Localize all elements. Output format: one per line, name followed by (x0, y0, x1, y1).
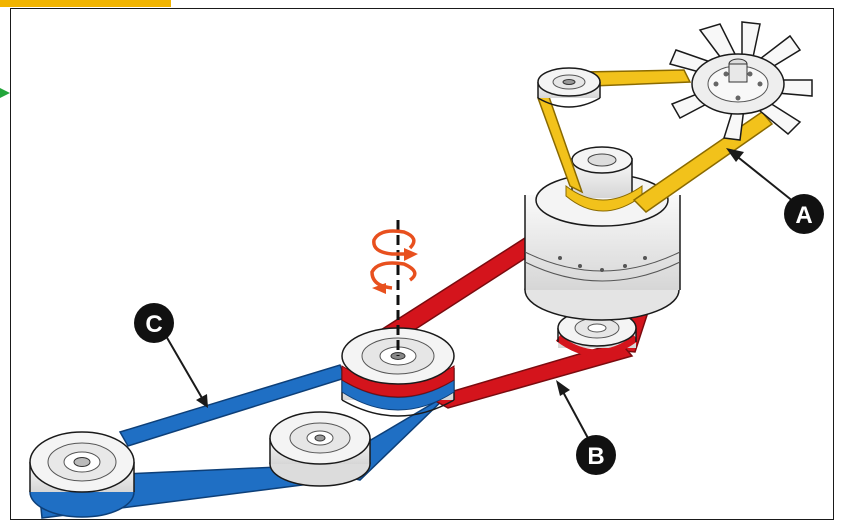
pointer-arrow-icon (196, 394, 208, 408)
pointer-arrow-icon (165, 335, 203, 399)
pulley-left (29, 431, 135, 518)
pulley-idler-middle (269, 411, 371, 487)
pointer-arrow-icon (726, 148, 744, 162)
callout-b: B (576, 435, 616, 475)
edge-arrow-icon (0, 88, 10, 98)
callout-b-label: B (587, 443, 604, 470)
pointer-arrow-icon (556, 380, 570, 396)
callout-c-label: C (145, 311, 162, 338)
pointer-arrow-icon (733, 153, 795, 203)
transmission-housing (524, 146, 681, 321)
pointer-arrow-icon (561, 389, 590, 441)
pulley-idler-top (537, 67, 601, 108)
pulley-center-drive (341, 327, 455, 417)
rotation-arrow-icon (370, 229, 417, 290)
callout-a-label: A (795, 202, 812, 229)
fan-icon (668, 21, 813, 141)
callout-c: C (134, 303, 174, 343)
accent-tab (0, 0, 171, 7)
callout-a: A (784, 194, 824, 234)
